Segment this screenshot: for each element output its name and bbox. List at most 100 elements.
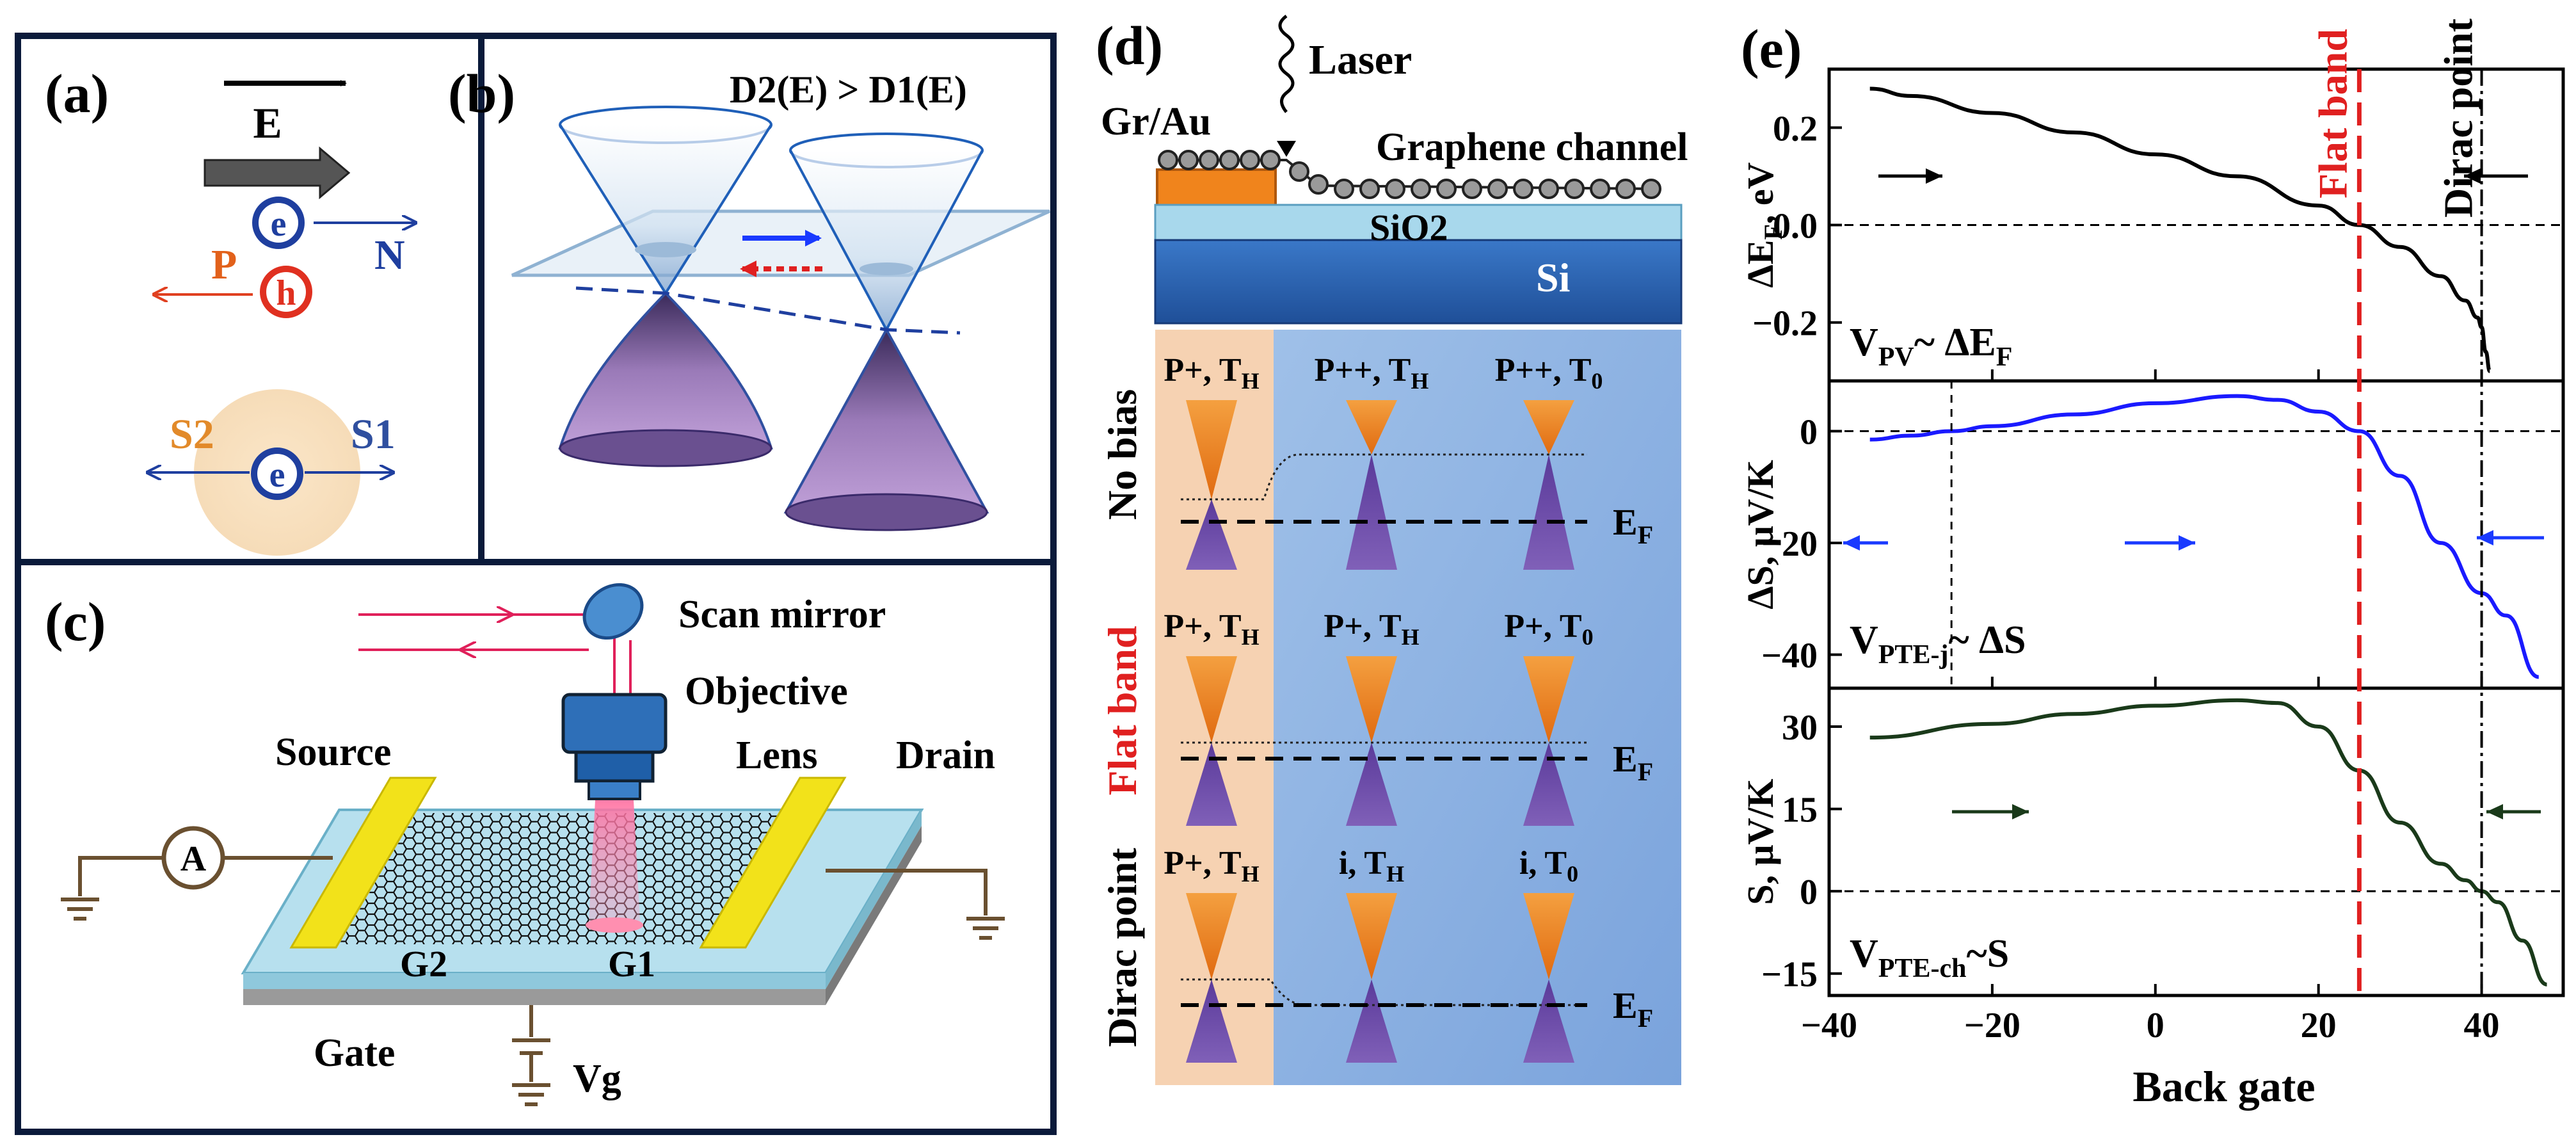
drain-electrode (699, 777, 847, 949)
series-line (1869, 394, 2540, 679)
hole-glyph: h (276, 273, 296, 313)
formula-annotation: VPTE-ch~S (1850, 932, 2009, 983)
carbon-atom (1436, 179, 1457, 199)
panel-d: (d) Laser Gr/Au Graphene channel SiO2 Si… (1096, 15, 1688, 1085)
x-tick-label: 0 (2147, 1006, 2164, 1045)
n-label: N (374, 232, 405, 278)
channel-region (1274, 330, 1681, 1085)
y-tick-label: −15 (1761, 955, 1818, 995)
si-layer (1154, 239, 1683, 325)
valence-cone (1523, 743, 1574, 826)
panel-a-label: (a) (45, 63, 109, 124)
force-arrow-icon (204, 146, 351, 200)
carbon-atom (1178, 150, 1199, 170)
source-electrode (289, 777, 437, 949)
y-tick-label: 30 (1782, 708, 1818, 748)
dirac-point-label: Dirac point (2436, 18, 2481, 218)
focused-beam (589, 800, 640, 922)
fermi-label: EF (1613, 985, 1653, 1033)
source-label: Source (275, 730, 391, 774)
field-label: E (253, 99, 282, 147)
contact-label: Gr/Au (1101, 100, 1211, 143)
sio2-layer (1154, 204, 1683, 241)
carbon-atom (1199, 150, 1219, 170)
y-axis-title: ΔEF, eV (1740, 162, 1788, 287)
s2-label: S2 (170, 411, 214, 458)
carbon-atom (1260, 150, 1281, 170)
y-axis-title: ΔS, μV/K (1740, 460, 1781, 609)
hole-icon (260, 266, 312, 318)
laser-label: Laser (1309, 36, 1412, 83)
g2-label: G2 (400, 943, 447, 985)
valence-cone (1346, 979, 1397, 1063)
carbon-atom (1158, 150, 1178, 170)
ammeter-label: A (180, 839, 207, 879)
dirac-cone-right (783, 133, 989, 531)
valence-cone (1523, 979, 1574, 1063)
row-side-label: Flat band (1100, 626, 1145, 796)
conduction-cone (1523, 656, 1574, 743)
carbon-atom (1359, 179, 1380, 199)
conduction-cone (1346, 400, 1397, 455)
carbon-atom (1590, 179, 1610, 199)
laser-arrowhead (1277, 141, 1296, 157)
carrier-flow-arrow-head (2486, 804, 2503, 819)
vg-label: Vg (573, 1057, 621, 1100)
row-side-label: No bias (1100, 389, 1145, 520)
gold-contact (1156, 168, 1277, 209)
y-tick-label: 0.2 (1773, 109, 1818, 149)
dos-inequality: D2(E) > D1(E) (730, 68, 967, 111)
electron-icon (252, 197, 305, 249)
laser-beams (358, 615, 632, 698)
g1-label: G1 (608, 943, 655, 985)
valence-cone (1186, 499, 1237, 570)
cone-label: P++, T0 (1495, 352, 1603, 394)
carbon-atom (1564, 179, 1585, 199)
beam-spot (586, 917, 643, 933)
panel-d-label: (d) (1096, 15, 1163, 76)
sio2-label: SiO2 (1370, 207, 1448, 248)
carbon-atom (1411, 179, 1431, 199)
carrier-flow-arrow-head (1926, 168, 1942, 184)
valence-cone (1186, 979, 1237, 1063)
laser-wave-icon (1278, 15, 1295, 113)
substrate-side (243, 973, 826, 989)
y-tick-label: 0.0 (1773, 207, 1818, 246)
ammeter-icon[interactable] (161, 826, 225, 890)
y-tick-label: −0.2 (1752, 304, 1818, 344)
gate-layer (243, 989, 826, 1005)
cone-label: P+, T0 (1504, 608, 1593, 650)
carbon-atom (1487, 179, 1508, 199)
dirac-line (1181, 453, 1587, 501)
electron-glyph-2: e (269, 455, 285, 495)
panel-c: (c) Scan mirror Objective Lens Source Dr… (15, 559, 1057, 1135)
gate-voltage-source-icon (512, 1038, 550, 1106)
panel-b: (b) D2(E) > D1(E) (448, 63, 1051, 531)
valence-cone (1346, 455, 1397, 570)
conduction-cone (1186, 893, 1237, 979)
carbon-atom (1334, 179, 1354, 199)
x-tick-label: −40 (1801, 1006, 1857, 1045)
channel-label: Graphene channel (1376, 125, 1688, 169)
lens-label: Lens (736, 734, 817, 777)
row-side-label: Dirac point (1100, 848, 1145, 1047)
ground-icon-right (966, 917, 1005, 940)
conduction-cone (1346, 656, 1397, 743)
carrier-flow-arrow-head (2179, 535, 2195, 551)
gate-label: Gate (314, 1031, 395, 1075)
si-label: Si (1536, 255, 1570, 300)
x-tick-label: 20 (2301, 1006, 2337, 1045)
y-tick-label: 0 (1800, 413, 1818, 453)
plot-frame (1827, 686, 2565, 997)
drain-label: Drain (896, 734, 995, 777)
conduction-cone (1186, 400, 1237, 499)
series-line (1869, 86, 2492, 373)
conduction-cone (1523, 400, 1574, 455)
valence-cone (1523, 455, 1574, 570)
panel-a: (a) E e N h P e S2 S1 (45, 63, 416, 556)
scan-mirror-icon (582, 583, 644, 640)
x-axis-title: Back gate (2132, 1062, 2315, 1111)
panel-b-label: (b) (448, 63, 515, 124)
